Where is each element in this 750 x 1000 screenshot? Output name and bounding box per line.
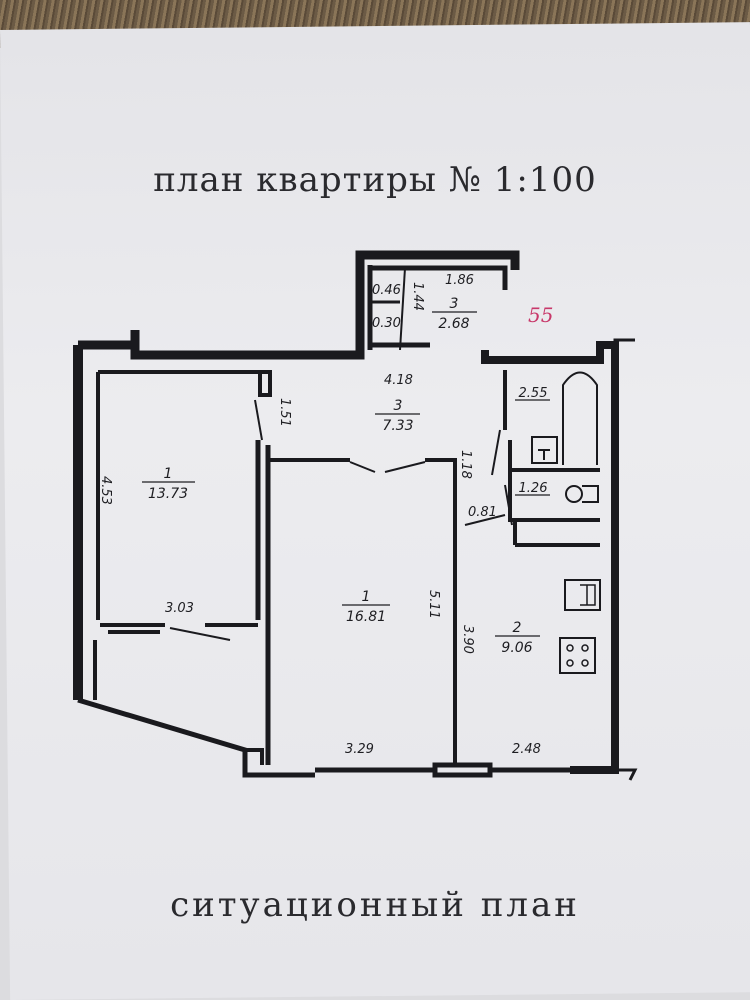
situation-plan-title: ситуационный план (170, 885, 580, 925)
dimension: 1.44 (410, 282, 425, 311)
plan-title: план квартиры № 1:100 (153, 160, 597, 200)
dimension: 0.30 (372, 316, 401, 331)
dimension: 1.51 (277, 398, 292, 427)
room-type: 2 (513, 620, 522, 636)
dimension: 1.86 (445, 273, 474, 288)
dimension: 4.18 (384, 373, 413, 388)
room-area: 16.81 (346, 609, 386, 625)
room-type: 3 (450, 296, 459, 312)
dimension: 5.11 (426, 590, 441, 619)
dimension: 1.18 (458, 450, 473, 479)
room-area: 2.68 (438, 316, 469, 332)
room-area: 13.73 (148, 486, 188, 502)
dimension-labels: 0.46 0.30 1.44 1.86 4.18 1.51 1.18 0.81 … (98, 273, 541, 757)
dimension: 0.81 (468, 505, 497, 520)
dimension: 3.03 (165, 601, 194, 616)
bath-area: 2.55 (519, 386, 548, 401)
room-area: 7.33 (382, 418, 413, 434)
wc-area: 1.26 (519, 481, 548, 496)
apartment-number-annotation: 55 (528, 303, 553, 327)
room-labels: 3 2.68 3 7.33 1 13.73 1 16.81 2 9.06 2.5… (142, 296, 550, 656)
room-type: 1 (164, 466, 173, 482)
dimension: 0.46 (372, 283, 401, 298)
dimension: 2.48 (512, 742, 541, 757)
room-area: 9.06 (501, 640, 532, 656)
dimension: 3.29 (345, 742, 374, 757)
dimension: 4.53 (98, 476, 113, 505)
room-type: 3 (394, 398, 403, 414)
room-type: 1 (362, 589, 371, 605)
dimension: 3.90 (460, 625, 475, 654)
walls (73, 250, 638, 781)
